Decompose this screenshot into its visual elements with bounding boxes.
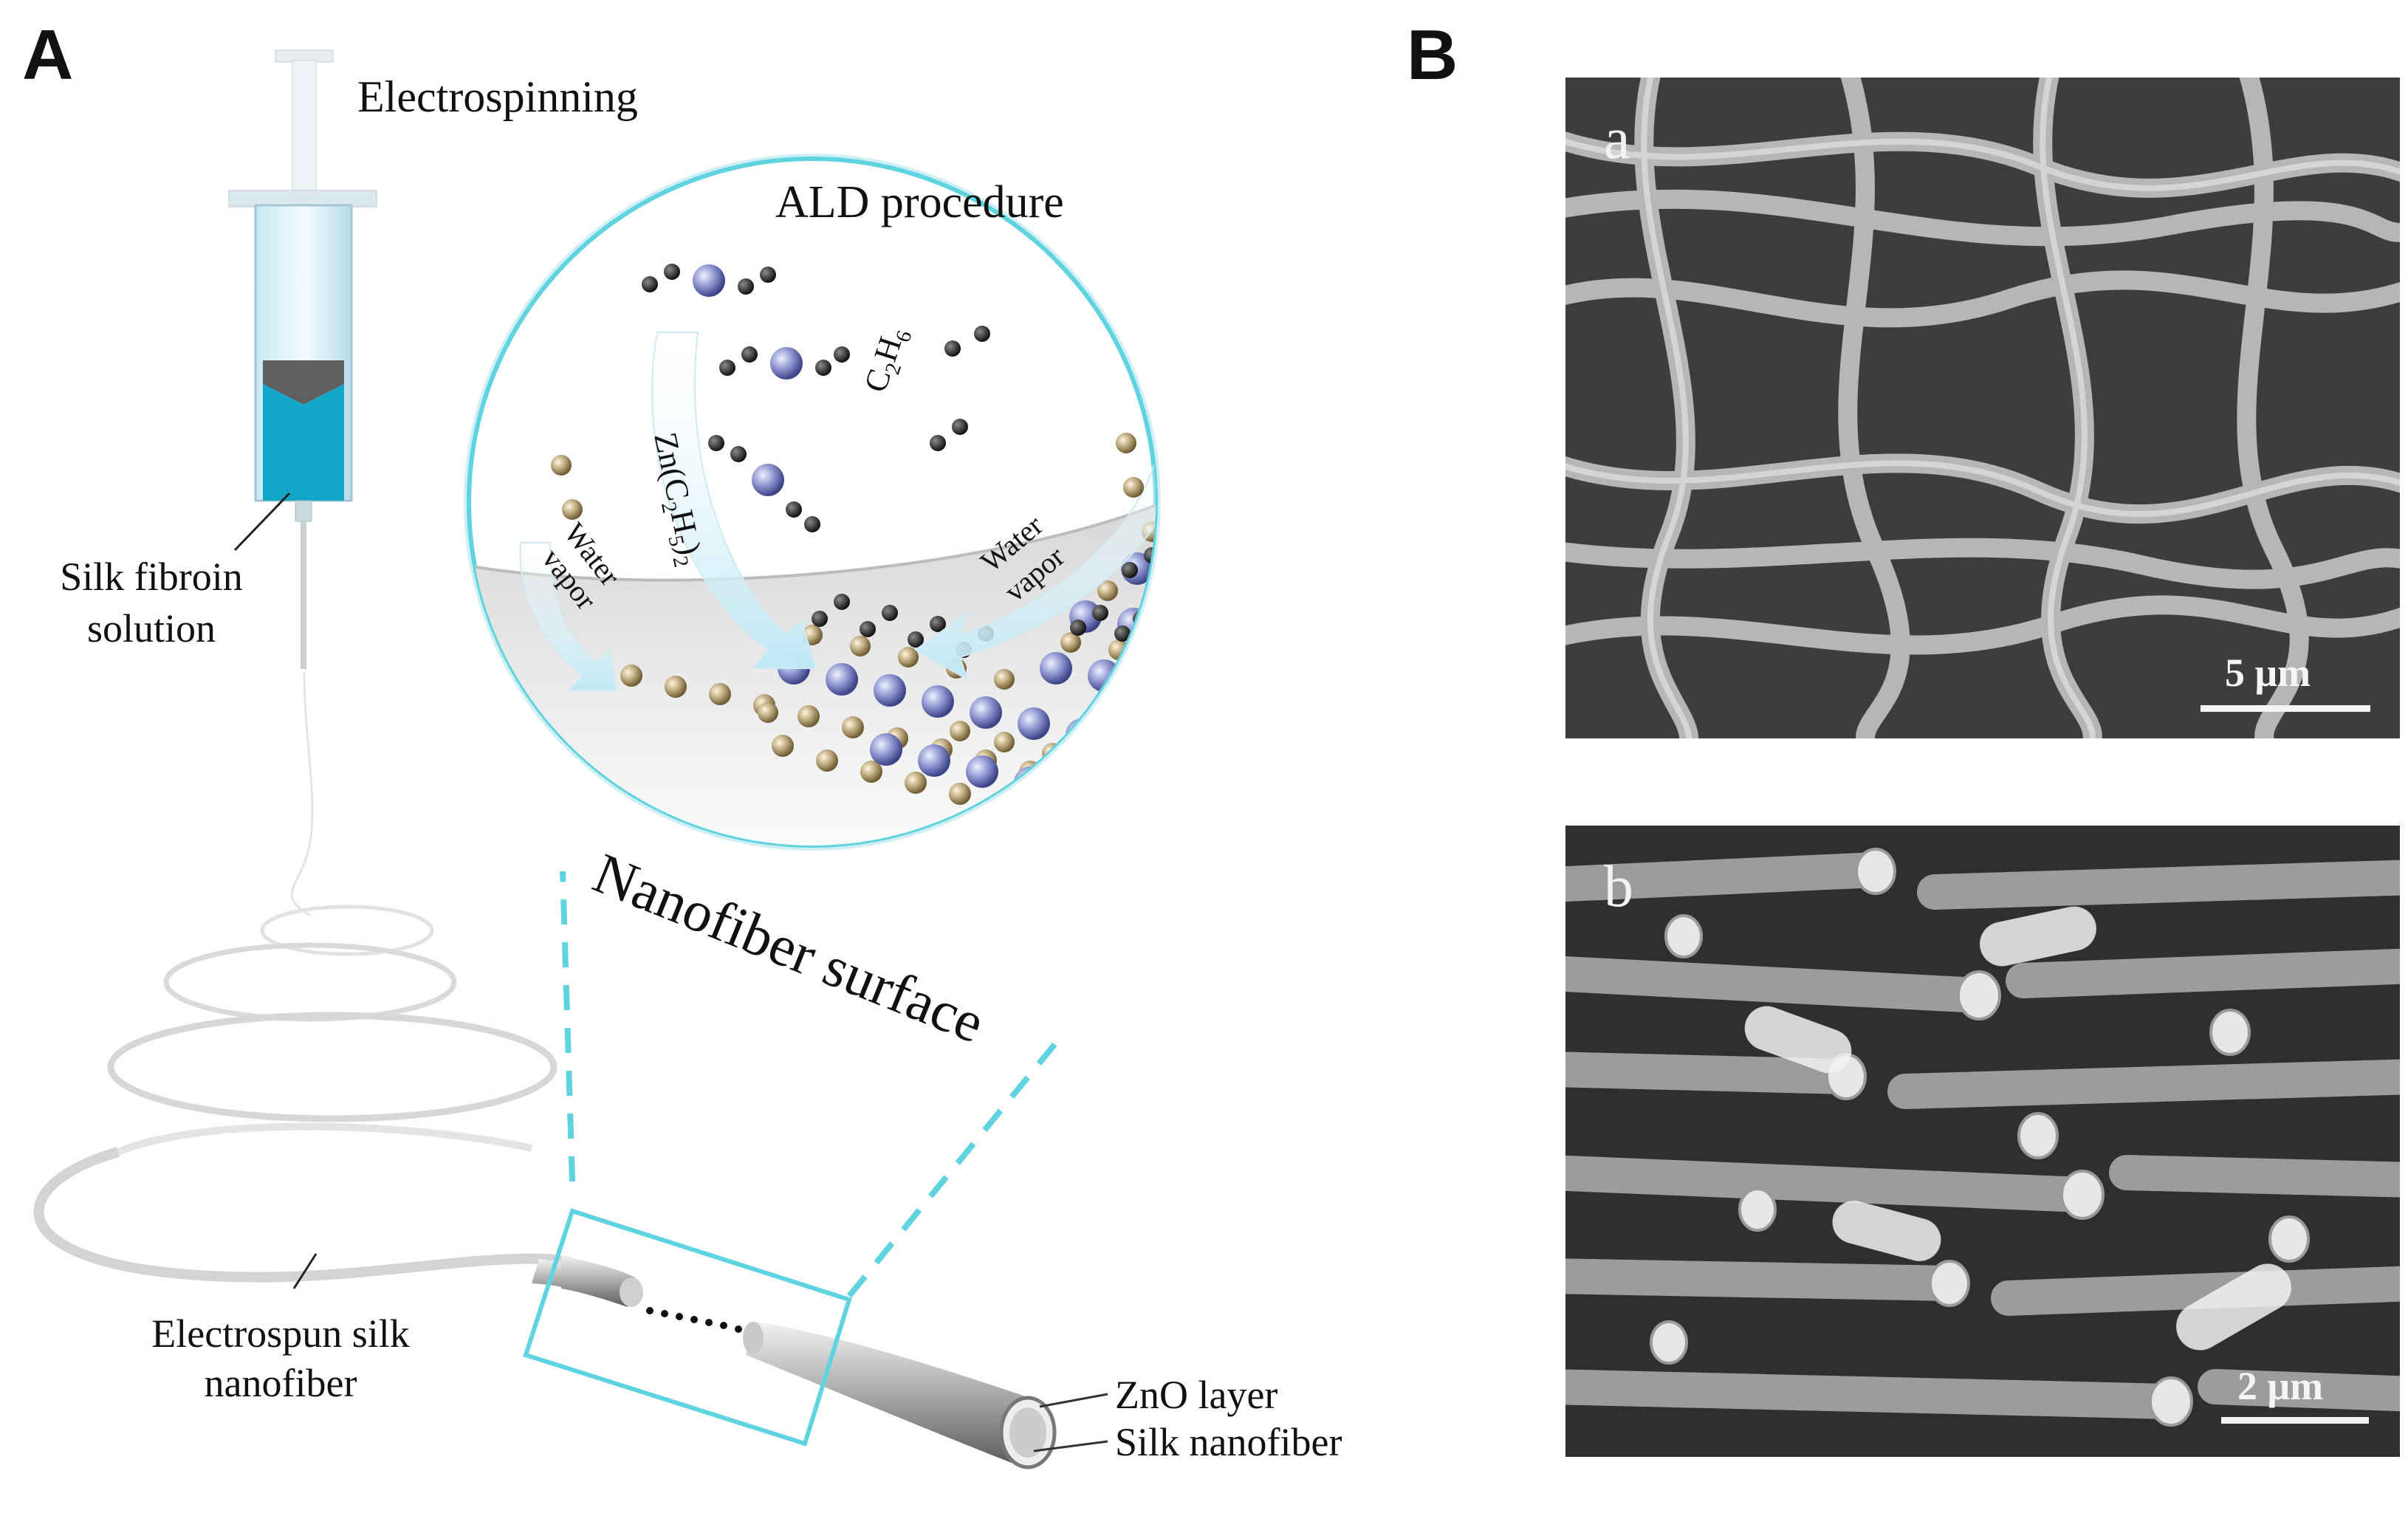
panel-label-a: A	[22, 16, 74, 95]
electrospun-label-line2: nanofiber	[204, 1361, 357, 1405]
electrospun-label-line1: Electrospun silk	[151, 1311, 410, 1356]
scale-label-a: 5 μm	[2225, 651, 2311, 695]
sem-tube-texture	[1565, 826, 2400, 1457]
ald-title: ALD procedure	[775, 177, 1064, 227]
sem-image-bottom: b 2 μm	[1565, 826, 2400, 1457]
schematic-graphics	[33, 49, 1161, 1469]
sem-label-b: b	[1604, 854, 1633, 919]
sem-fiber-texture	[1565, 78, 2400, 738]
scale-label-b: 2 μm	[2237, 1364, 2324, 1408]
electrospinning-label: Electrospinning	[357, 72, 638, 121]
silk-solution-label-line1: Silk fibroin	[60, 555, 243, 599]
zno-layer-label: ZnO layer	[1115, 1373, 1278, 1417]
panel-label-b: B	[1407, 16, 1458, 95]
syringe	[228, 49, 377, 669]
silk-nanofiber-label: Silk nanofiber	[1115, 1420, 1342, 1464]
scale-bar-b	[2221, 1417, 2369, 1424]
sem-label-a: a	[1604, 106, 1630, 171]
sem-image-top: a 5 μm	[1565, 78, 2400, 738]
scale-bar-a	[2201, 705, 2370, 712]
silk-solution-label-line2: solution	[86, 606, 216, 651]
